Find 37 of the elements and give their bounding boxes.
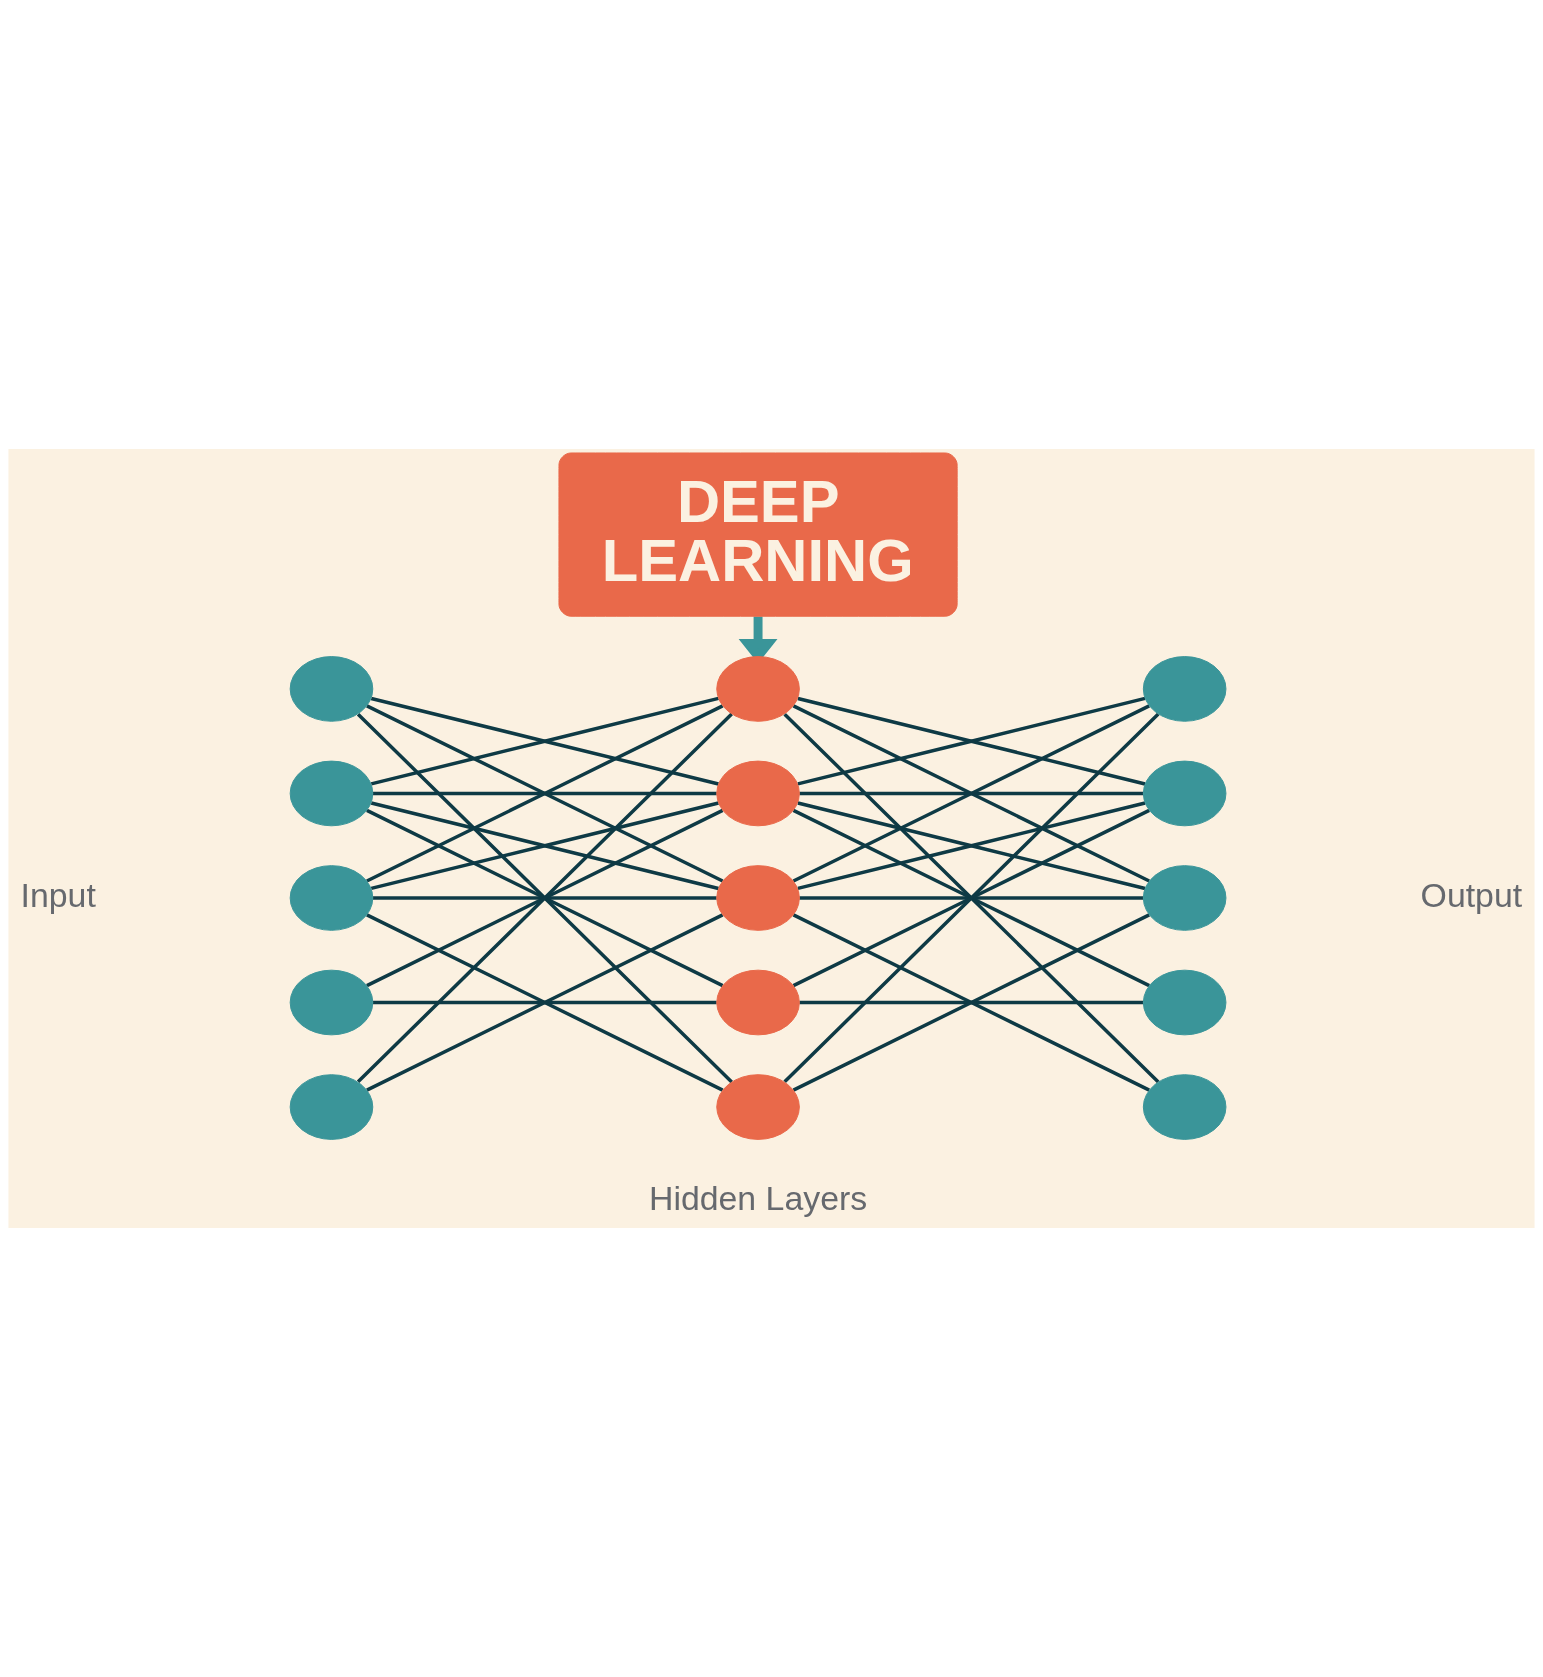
connector [799,896,1144,900]
node-circle [289,656,374,722]
connector [799,791,1144,796]
node-circle [716,969,800,1036]
node-circle [716,865,800,931]
connector [370,801,719,891]
connector [356,712,733,1084]
node-circle [1142,865,1227,931]
connector [372,791,717,796]
connector [797,801,1146,891]
node-circle [716,656,800,722]
node-circle [289,865,374,931]
connector [783,712,1160,1084]
connector [372,896,717,900]
connector [799,1000,1144,1005]
node-circle [1142,760,1227,827]
label: Output [1420,875,1523,914]
connector [366,704,724,883]
connector [366,913,724,1092]
node-circle [1142,969,1227,1036]
node-circle [289,969,374,1036]
node-circle [1142,656,1227,722]
node-circle [1142,1074,1227,1140]
connector [792,704,1150,883]
node-circle [716,760,800,827]
node-circle [289,1074,374,1140]
label: Input [20,875,96,914]
node-circle [289,760,374,827]
connector [366,808,724,988]
connector [370,696,719,786]
connector [372,1000,717,1005]
connector [797,696,1146,786]
connector [792,913,1150,1092]
node-circle [716,1074,800,1140]
label: Hidden Layers [648,1179,868,1218]
node-box: DEEP LEARNING [558,452,958,617]
connector [792,808,1150,988]
